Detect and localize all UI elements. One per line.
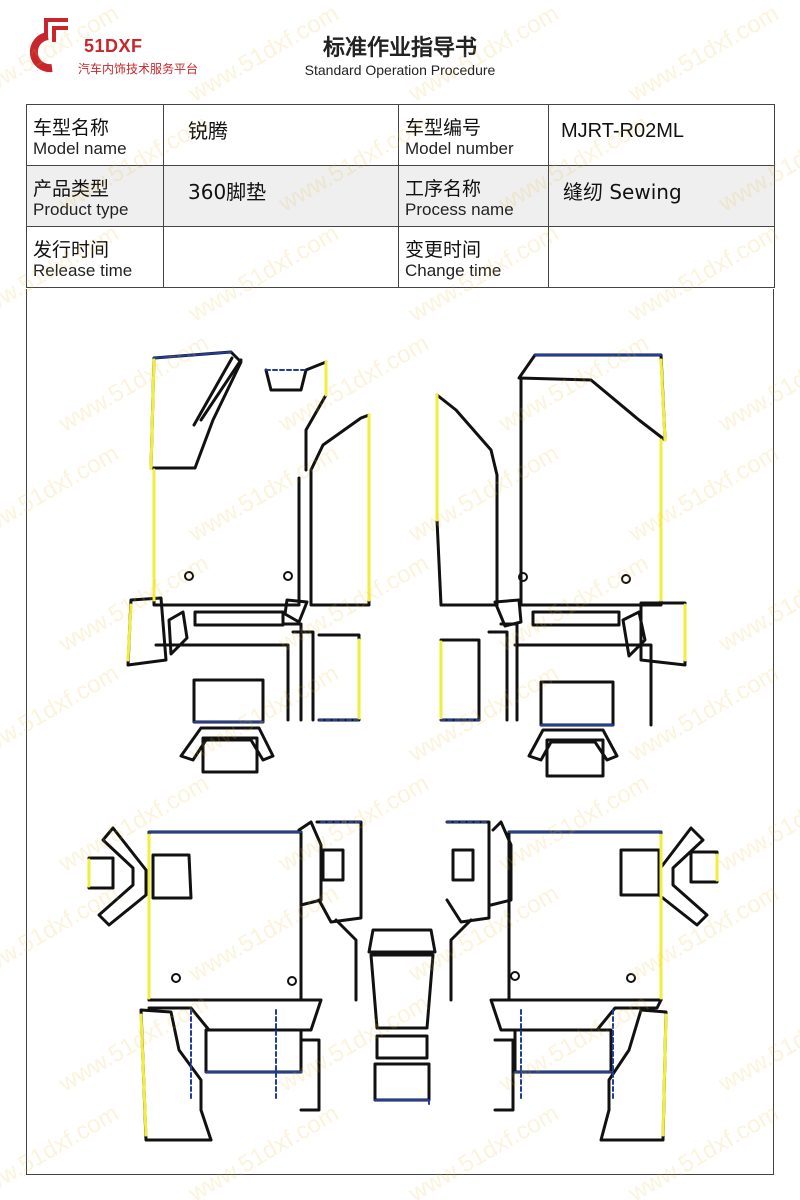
value-cell: [163, 226, 399, 288]
pattern-drawing-area: [26, 289, 774, 1175]
brand-name: 51DXF: [84, 36, 143, 56]
process-name-label-cn: 工序名称: [405, 178, 482, 200]
watermark-text: www.51dxf.com: [624, 0, 784, 108]
value-cell: MJRT-R02ML: [548, 104, 775, 166]
front-left-mat-edges: [126, 351, 371, 723]
brand-tagline: 汽车内饰技术服务平台: [78, 62, 199, 76]
model-name-label-en: Model name: [33, 139, 127, 158]
rear-left-holes: [171, 973, 297, 986]
front-right-mat-pattern: [435, 353, 687, 778]
release-time-label-cn: 发行时间: [33, 239, 110, 261]
value-cell: 360脚垫: [163, 165, 399, 227]
front-left-holes: [184, 571, 293, 581]
release-time-label-en: Release time: [33, 261, 133, 280]
process-name-value: 缝纫 Sewing: [563, 180, 682, 204]
model-number-label-cn: 车型编号: [405, 117, 482, 139]
model-number-value: MJRT-R02ML: [561, 120, 684, 142]
front-right-holes: [518, 572, 631, 584]
front-right-mat-edges: [435, 354, 687, 726]
model-number-label-en: Model number: [405, 139, 514, 158]
change-time-label-en: Change time: [405, 261, 502, 280]
value-cell: [548, 226, 775, 288]
rear-right-mat-edges: [446, 821, 719, 1137]
rear-left-mat-edges: [87, 821, 362, 1137]
model-name-value: 锐腾: [188, 119, 228, 143]
rear-left-mat-pattern: [87, 820, 363, 1142]
rear-right-holes: [510, 971, 636, 983]
logo-mark-icon: [29, 18, 68, 73]
change-time-label-cn: 变更时间: [405, 239, 482, 261]
document-title: 标准作业指导书: [322, 36, 477, 61]
product-type-label-en: Product type: [33, 200, 129, 219]
document-subtitle: Standard Operation Procedure: [304, 62, 496, 78]
value-cell: 锐腾: [163, 104, 399, 166]
process-name-label-en: Process name: [405, 200, 514, 219]
value-cell: 缝纫 Sewing: [548, 165, 775, 227]
model-name-label-cn: 车型名称: [33, 117, 110, 139]
product-type-value: 360脚垫: [188, 180, 267, 204]
front-left-mat-pattern: [126, 350, 371, 774]
product-type-label-cn: 产品类型: [33, 178, 110, 200]
rear-right-mat-pattern: [445, 820, 719, 1142]
logo: 51DXF 汽车内饰技术服务平台: [22, 16, 242, 80]
floor-mat-pattern-diagram: [87, 350, 719, 1142]
center-tunnel-pattern: [367, 928, 437, 1105]
